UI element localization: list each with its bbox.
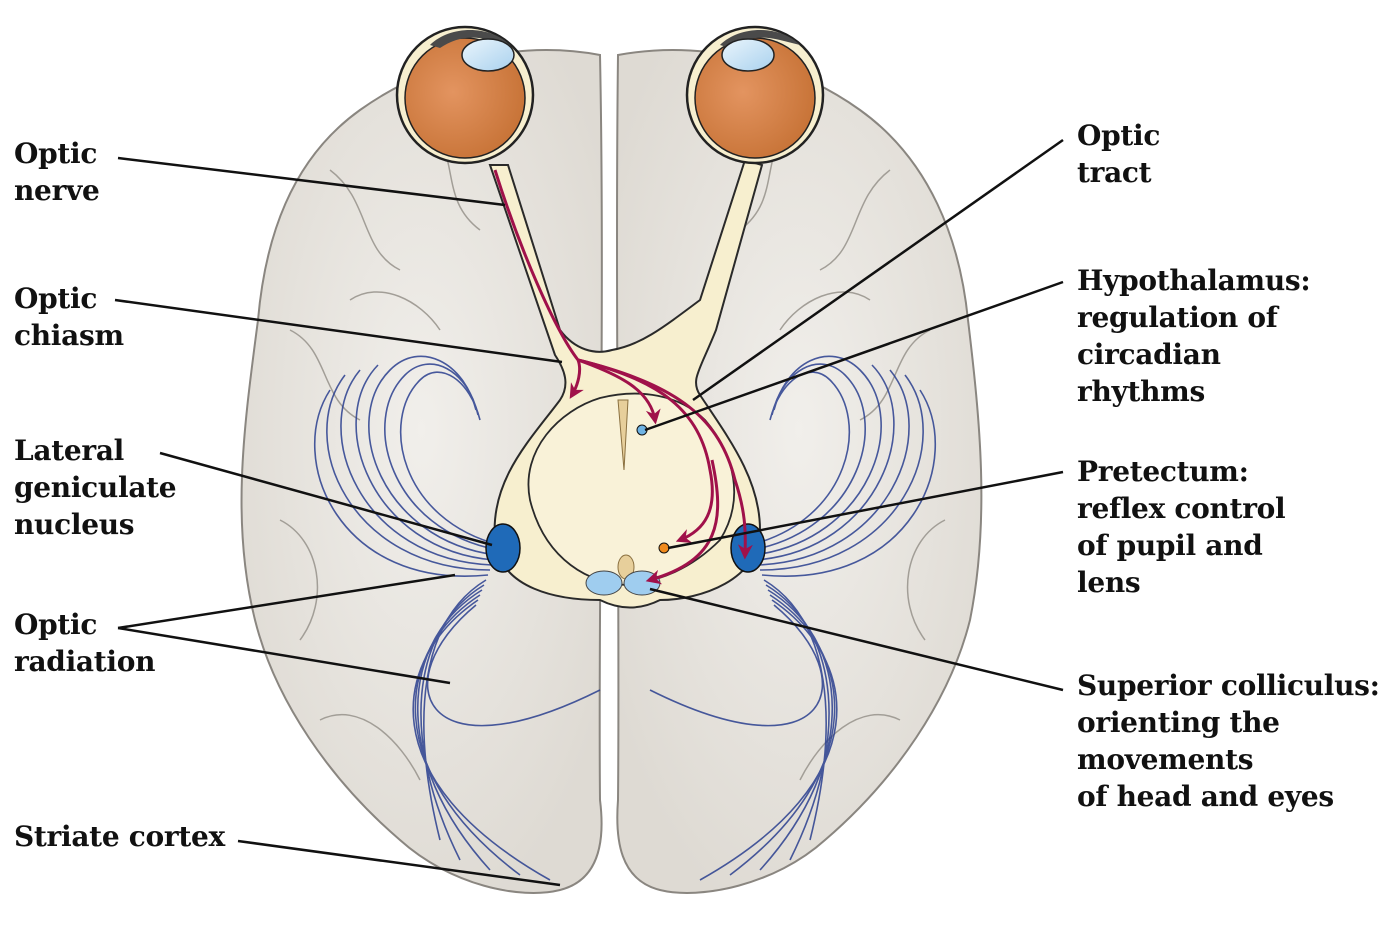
label-line: geniculate xyxy=(14,471,177,504)
label-striate-cortex: Striate cortex xyxy=(14,818,225,855)
label-line: radiation xyxy=(14,645,156,678)
left-eye xyxy=(395,25,535,165)
label-line: Optic xyxy=(14,608,98,641)
label-line: Optic xyxy=(14,137,98,170)
label-line: orienting the xyxy=(1077,706,1280,739)
optic-radiation-left xyxy=(314,355,601,881)
label-line: Hypothalamus: xyxy=(1077,264,1311,297)
label-line: Lateral xyxy=(14,434,125,467)
leader-lines xyxy=(114,138,1064,887)
label-line: Pretectum: xyxy=(1077,455,1249,488)
label-line: rhythms xyxy=(1077,375,1205,408)
brain-left-hemisphere xyxy=(240,49,603,894)
label-line: reflex control xyxy=(1077,492,1286,525)
label-line: nerve xyxy=(14,174,100,207)
label-line: lens xyxy=(1077,566,1141,599)
retinal-projection-paths xyxy=(493,169,753,585)
label-optic-chiasm: Optic chiasm xyxy=(14,280,124,354)
label-optic-tract: Optic tract xyxy=(1077,117,1160,191)
label-line: of head and eyes xyxy=(1077,780,1334,813)
pretectum-nucleus xyxy=(658,542,670,554)
label-lateral-geniculate-nucleus: Lateral geniculate nucleus xyxy=(14,432,177,543)
label-line: chiasm xyxy=(14,319,124,352)
label-optic-nerve: Optic nerve xyxy=(14,135,100,209)
label-line: circadian xyxy=(1077,338,1221,371)
superior-colliculus-left xyxy=(585,570,623,596)
right-eye xyxy=(685,25,825,165)
label-line: movements xyxy=(1077,743,1254,776)
label-line: nucleus xyxy=(14,508,135,541)
label-optic-radiation: Optic radiation xyxy=(14,606,155,680)
label-line: Striate cortex xyxy=(14,820,225,853)
lateral-geniculate-nucleus-left xyxy=(485,523,521,573)
label-superior-colliculus: Superior colliculus: orienting the movem… xyxy=(1077,667,1380,815)
label-pretectum: Pretectum: reflex control of pupil and l… xyxy=(1077,453,1286,601)
label-hypothalamus: Hypothalamus: regulation of circadian rh… xyxy=(1077,262,1311,410)
label-line: of pupil and xyxy=(1077,529,1263,562)
label-line: Optic xyxy=(14,282,98,315)
label-line: Optic xyxy=(1077,119,1161,152)
label-line: tract xyxy=(1077,156,1152,189)
label-line: regulation of xyxy=(1077,301,1278,334)
label-line: Superior colliculus: xyxy=(1077,669,1380,702)
